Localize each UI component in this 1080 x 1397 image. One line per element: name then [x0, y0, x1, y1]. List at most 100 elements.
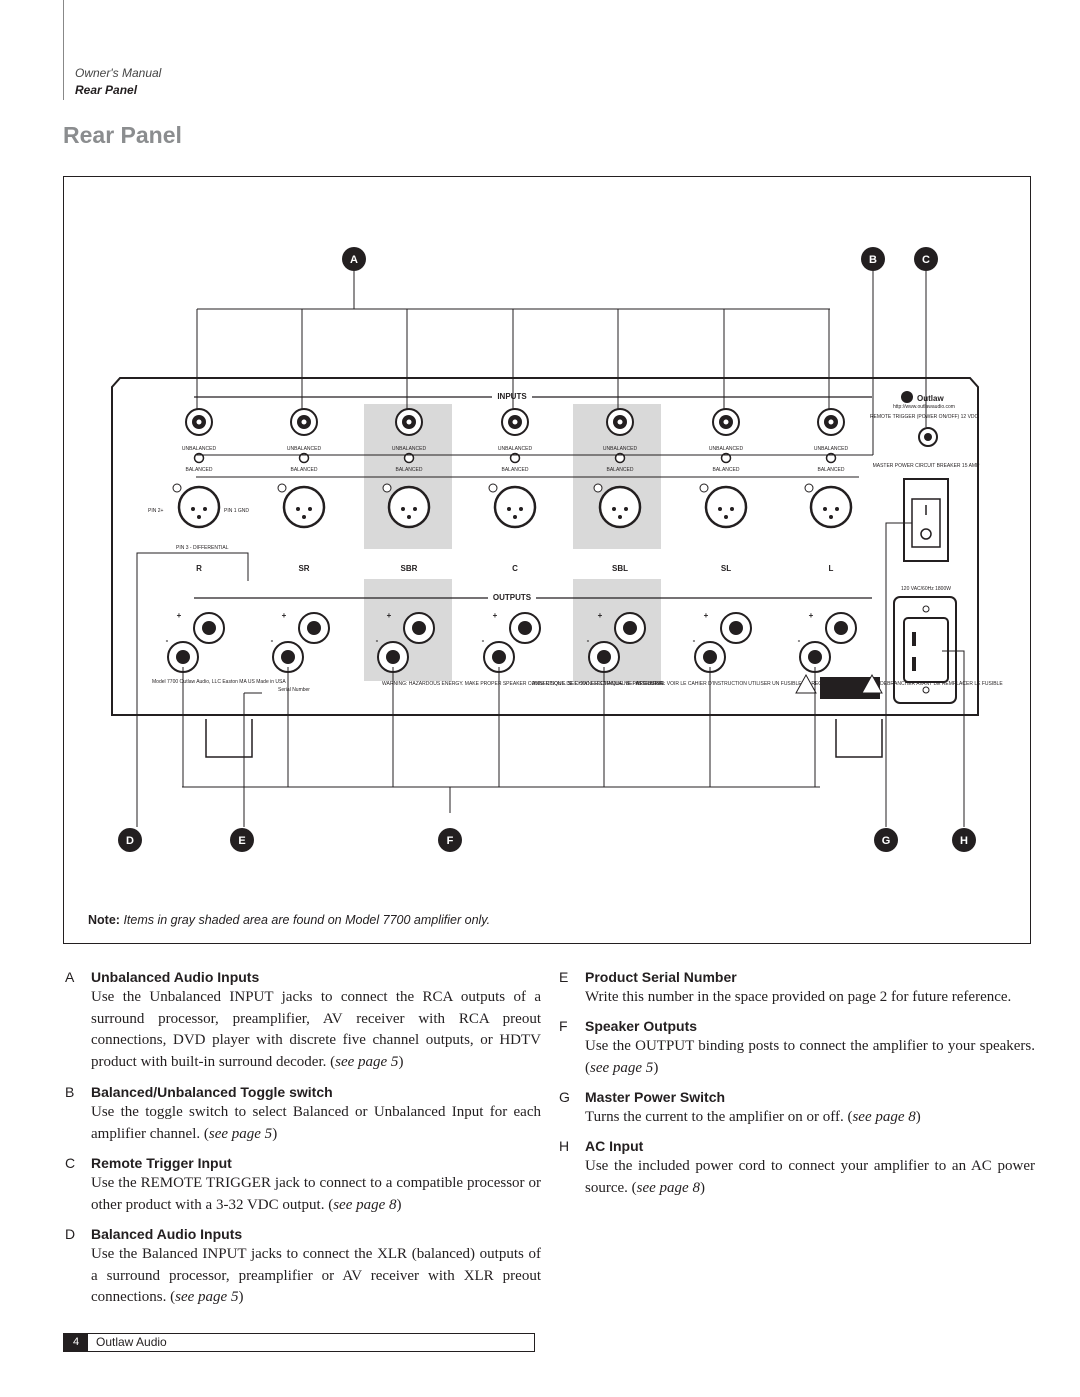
callout-letter: A — [350, 254, 358, 266]
xlr-latch — [277, 483, 287, 493]
plus-sign: + — [809, 611, 814, 620]
plus-sign: + — [493, 611, 498, 620]
callout-g: G — [874, 828, 898, 852]
unbalanced-label: UNBALANCED — [814, 446, 849, 452]
balanced-label: BALANCED — [607, 467, 634, 473]
callout-circle — [914, 247, 938, 271]
balanced-label: BALANCED — [396, 467, 423, 473]
callout-circle — [952, 828, 976, 852]
rca-jack-pin — [512, 419, 518, 425]
remote-trigger-center — [924, 433, 932, 441]
rear-panel-diagram: INPUTSUNBALANCEDBALANCEDR+-UNBALANCEDBAL… — [111, 247, 1003, 852]
xlr-pin — [718, 507, 722, 511]
callout-letter: C — [922, 254, 930, 266]
channel-label: C — [512, 564, 518, 573]
callout-h: H — [952, 828, 976, 852]
warning-triangle — [795, 673, 817, 694]
callout-circle — [342, 247, 366, 271]
xlr-pin — [823, 507, 827, 511]
xlr-jack — [598, 485, 642, 529]
binding-post-center — [703, 650, 717, 664]
callout-e: E — [230, 828, 254, 852]
unbalanced-label: UNBALANCED — [603, 446, 638, 452]
xlr-pin — [191, 507, 195, 511]
rca-jack-pin — [301, 419, 307, 425]
balanced-label: BALANCED — [818, 467, 845, 473]
binding-post-center — [834, 621, 848, 635]
unbalanced-label: UNBALANCED — [392, 446, 427, 452]
minus-sign: - — [166, 636, 169, 645]
warning-triangle — [861, 673, 883, 694]
plus-sign: + — [387, 611, 392, 620]
callout-letter: B — [869, 254, 877, 266]
xlr-jack — [177, 485, 221, 529]
attention-label: ATTENTION: VOIR LE CAHIER D'INSTRUCTION … — [636, 681, 1003, 687]
binding-post-center — [412, 621, 426, 635]
xlr-jack — [387, 485, 431, 529]
rca-jack-pin — [828, 419, 834, 425]
toggle-switch — [403, 452, 415, 464]
xlr-jack — [282, 485, 326, 529]
ac-inlet-screw — [922, 686, 930, 694]
channel-label: SR — [298, 564, 309, 573]
binding-post-center — [518, 621, 532, 635]
callout-letter: G — [882, 835, 891, 847]
xlr-pin — [513, 515, 517, 519]
balanced-label: BALANCED — [713, 467, 740, 473]
unbalanced-label: UNBALANCED — [182, 446, 217, 452]
xlr-pin — [730, 507, 734, 511]
brand-label: Outlaw — [917, 394, 944, 403]
xlr-latch — [804, 483, 814, 493]
callout-circle — [861, 247, 885, 271]
plus-sign: + — [177, 611, 182, 620]
foot-right — [835, 719, 883, 758]
xlr-pin — [624, 507, 628, 511]
foot-left — [205, 719, 253, 758]
outlaw-logo-mark — [901, 391, 913, 403]
xlr-pin — [829, 515, 833, 519]
binding-post-center — [202, 621, 216, 635]
channel-label: SL — [721, 564, 731, 573]
xlr-pin — [413, 507, 417, 511]
breaker-label: MASTER POWER CIRCUIT BREAKER 15 AMP — [873, 463, 981, 469]
xlr-pin — [197, 515, 201, 519]
xlr-latch — [488, 483, 498, 493]
channel-label: R — [196, 564, 202, 573]
chassis — [111, 377, 979, 716]
xlr-latch — [172, 483, 182, 493]
binding-post-center — [176, 650, 190, 664]
callout-letter: E — [238, 835, 245, 847]
xlr-pin — [401, 507, 405, 511]
ac-inlet-slot — [912, 632, 916, 646]
section-label: Rear Panel — [75, 83, 138, 97]
minus-sign: - — [482, 636, 485, 645]
url-label: http://www.outlawaudio.com — [893, 404, 955, 410]
binding-post-center — [281, 650, 295, 664]
xlr-pin — [612, 507, 616, 511]
header-rule — [63, 0, 64, 100]
plus-sign: + — [704, 611, 709, 620]
callout-c: C — [914, 247, 938, 271]
manual-label: Owner's Manual — [75, 66, 162, 80]
toggle-switch — [509, 452, 521, 464]
warning-label: WARNING: HAZARDOUS ENERGY. MAKE PROPER S… — [382, 681, 665, 687]
balanced-label: BALANCED — [502, 467, 529, 473]
xlr-pin — [296, 507, 300, 511]
plus-sign: + — [598, 611, 603, 620]
xlr-latch — [699, 483, 709, 493]
xlr-pin — [507, 507, 511, 511]
rca-jack-pin — [617, 419, 623, 425]
outputs-label-bg — [488, 591, 536, 603]
xlr-pin — [724, 515, 728, 519]
rca-jack-pin — [723, 419, 729, 425]
toggle-switch — [193, 452, 205, 464]
xlr-pin — [519, 507, 523, 511]
leader-d — [136, 552, 249, 827]
